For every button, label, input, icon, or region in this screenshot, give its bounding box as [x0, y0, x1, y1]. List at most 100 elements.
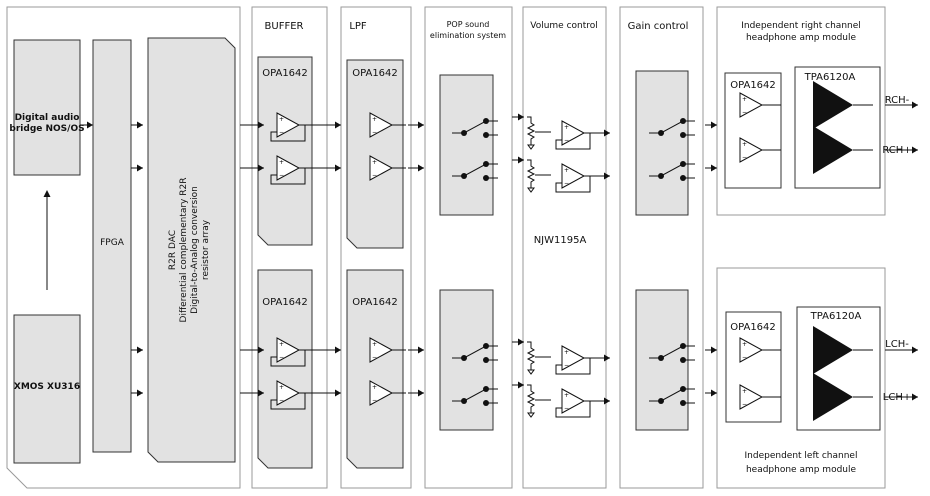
pop-switch-icon — [452, 120, 498, 136]
left-module-op-amp-icon — [739, 384, 764, 410]
plus-sign-icon: + — [372, 159, 377, 166]
arrow-head-icon — [335, 164, 341, 172]
svg-text:resistor array: resistor array — [201, 219, 211, 280]
buffer-op-amp-icon — [276, 337, 301, 363]
fpga-block — [92, 39, 132, 453]
plus-sign-icon: + — [742, 141, 747, 148]
right-module-op-amp-icon — [739, 137, 764, 163]
gain-title: Gain control — [628, 21, 689, 32]
r2r-dac-block — [147, 37, 236, 463]
pop-switch-icon — [452, 345, 498, 361]
minus-sign-icon: − — [279, 172, 284, 179]
arrow-head-icon — [518, 338, 524, 346]
arrow-head-icon — [912, 146, 918, 154]
arrow-head-icon — [258, 346, 264, 354]
digital-audio-bridge-block — [13, 39, 81, 176]
lpf-title: LPF — [349, 21, 367, 32]
plus-sign-icon: + — [279, 341, 284, 348]
buffer-op-amp-icon — [276, 155, 301, 181]
volume-op-amp-icon — [561, 163, 586, 189]
power-amp-icon — [813, 326, 853, 374]
gain-switch-icon — [649, 163, 695, 179]
minus-sign-icon: − — [742, 401, 747, 408]
left-module-op-amp-icon — [739, 337, 764, 363]
fpga-label: FPGA — [100, 238, 125, 248]
arrow-head-icon — [335, 121, 341, 129]
power-amp-icon — [813, 373, 853, 421]
svg-text:R2R DAC: R2R DAC — [168, 230, 178, 270]
source-panel: Digital audio bridge NOS/OS XMOS XU316 F… — [6, 6, 241, 489]
arrow-head-icon — [137, 389, 143, 397]
digital-bridge-label: Digital audio — [15, 113, 80, 123]
minus-sign-icon: − — [742, 354, 747, 361]
buffer-chip-label: OPA1642 — [262, 297, 308, 308]
minus-sign-icon: − — [564, 137, 569, 144]
plus-sign-icon: + — [279, 384, 284, 391]
buffer-bottom-block — [257, 269, 313, 469]
buffer-chip-label: OPA1642 — [262, 68, 308, 79]
arrow-head-icon — [137, 121, 143, 129]
power-amp-icon — [813, 126, 853, 174]
lch-minus-label: LCH- — [885, 339, 909, 350]
lpf-chip-label: OPA1642 — [352, 297, 398, 308]
pop-title: POP sound — [447, 20, 490, 29]
arrow-head-icon — [518, 156, 524, 164]
plus-sign-icon: + — [279, 116, 284, 123]
arrow-head-icon — [518, 381, 524, 389]
volume-op-amp-icon — [561, 388, 586, 414]
pop-switch-icon — [452, 163, 498, 179]
svg-text:Differential complementary R2R: Differential complementary R2R — [179, 178, 189, 323]
arrow-head-icon — [912, 346, 918, 354]
xmos-block — [13, 314, 81, 464]
gain-top-block — [635, 70, 689, 216]
arrow-head-icon — [418, 346, 424, 354]
arrow-head-icon — [137, 346, 143, 354]
arrow-head-icon — [87, 121, 93, 129]
power-amp-icon — [813, 81, 853, 129]
ground-icon — [527, 412, 535, 418]
gain-switch-icon — [649, 120, 695, 136]
rch-minus-label: RCH- — [885, 95, 910, 106]
arrow-head-icon — [912, 393, 918, 401]
buffer-title: BUFFER — [265, 21, 304, 32]
arrow-head-icon — [604, 354, 610, 362]
potentiometer-icon — [526, 159, 536, 188]
arrow-head-icon — [137, 164, 143, 172]
plus-sign-icon: + — [742, 341, 747, 348]
plus-sign-icon: + — [564, 124, 569, 131]
arrow-head-icon — [604, 129, 610, 137]
feedback-wire — [270, 349, 306, 367]
gain-switch-icon — [649, 345, 695, 361]
minus-sign-icon: − — [564, 362, 569, 369]
buffer-top-block — [257, 56, 313, 246]
left-tpa6120a-box — [796, 306, 881, 431]
arrow-head-icon — [258, 121, 264, 129]
plus-sign-icon: + — [742, 388, 747, 395]
right-tpa6120a-box — [794, 66, 881, 189]
minus-sign-icon: − — [279, 354, 284, 361]
arrow-head-icon — [335, 389, 341, 397]
plus-sign-icon: + — [564, 349, 569, 356]
feedback-wire — [270, 392, 306, 410]
ground-icon — [527, 187, 535, 193]
lpf-bottom-block — [346, 269, 404, 469]
right-amp-label: TPA6120A — [804, 72, 856, 83]
plus-sign-icon: + — [279, 159, 284, 166]
arrow-head-icon — [711, 121, 717, 129]
minus-sign-icon: − — [742, 154, 747, 161]
arrow-head-icon — [418, 389, 424, 397]
minus-sign-icon: − — [742, 109, 747, 116]
arrow-head-icon — [335, 346, 341, 354]
svg-text:Digital-to-Analog conversion: Digital-to-Analog conversion — [190, 186, 200, 314]
buffer-op-amp-icon — [276, 380, 301, 406]
feedback-wire — [270, 124, 306, 142]
volume-chip-label: NJW1195A — [534, 235, 587, 246]
arrow-head-icon — [912, 101, 918, 109]
ground-icon — [527, 369, 535, 375]
left-opamp-label: OPA1642 — [730, 322, 776, 333]
plus-sign-icon: + — [372, 384, 377, 391]
plus-sign-icon: + — [372, 116, 377, 123]
minus-sign-icon: − — [279, 397, 284, 404]
volume-title: Volume control — [530, 21, 598, 31]
